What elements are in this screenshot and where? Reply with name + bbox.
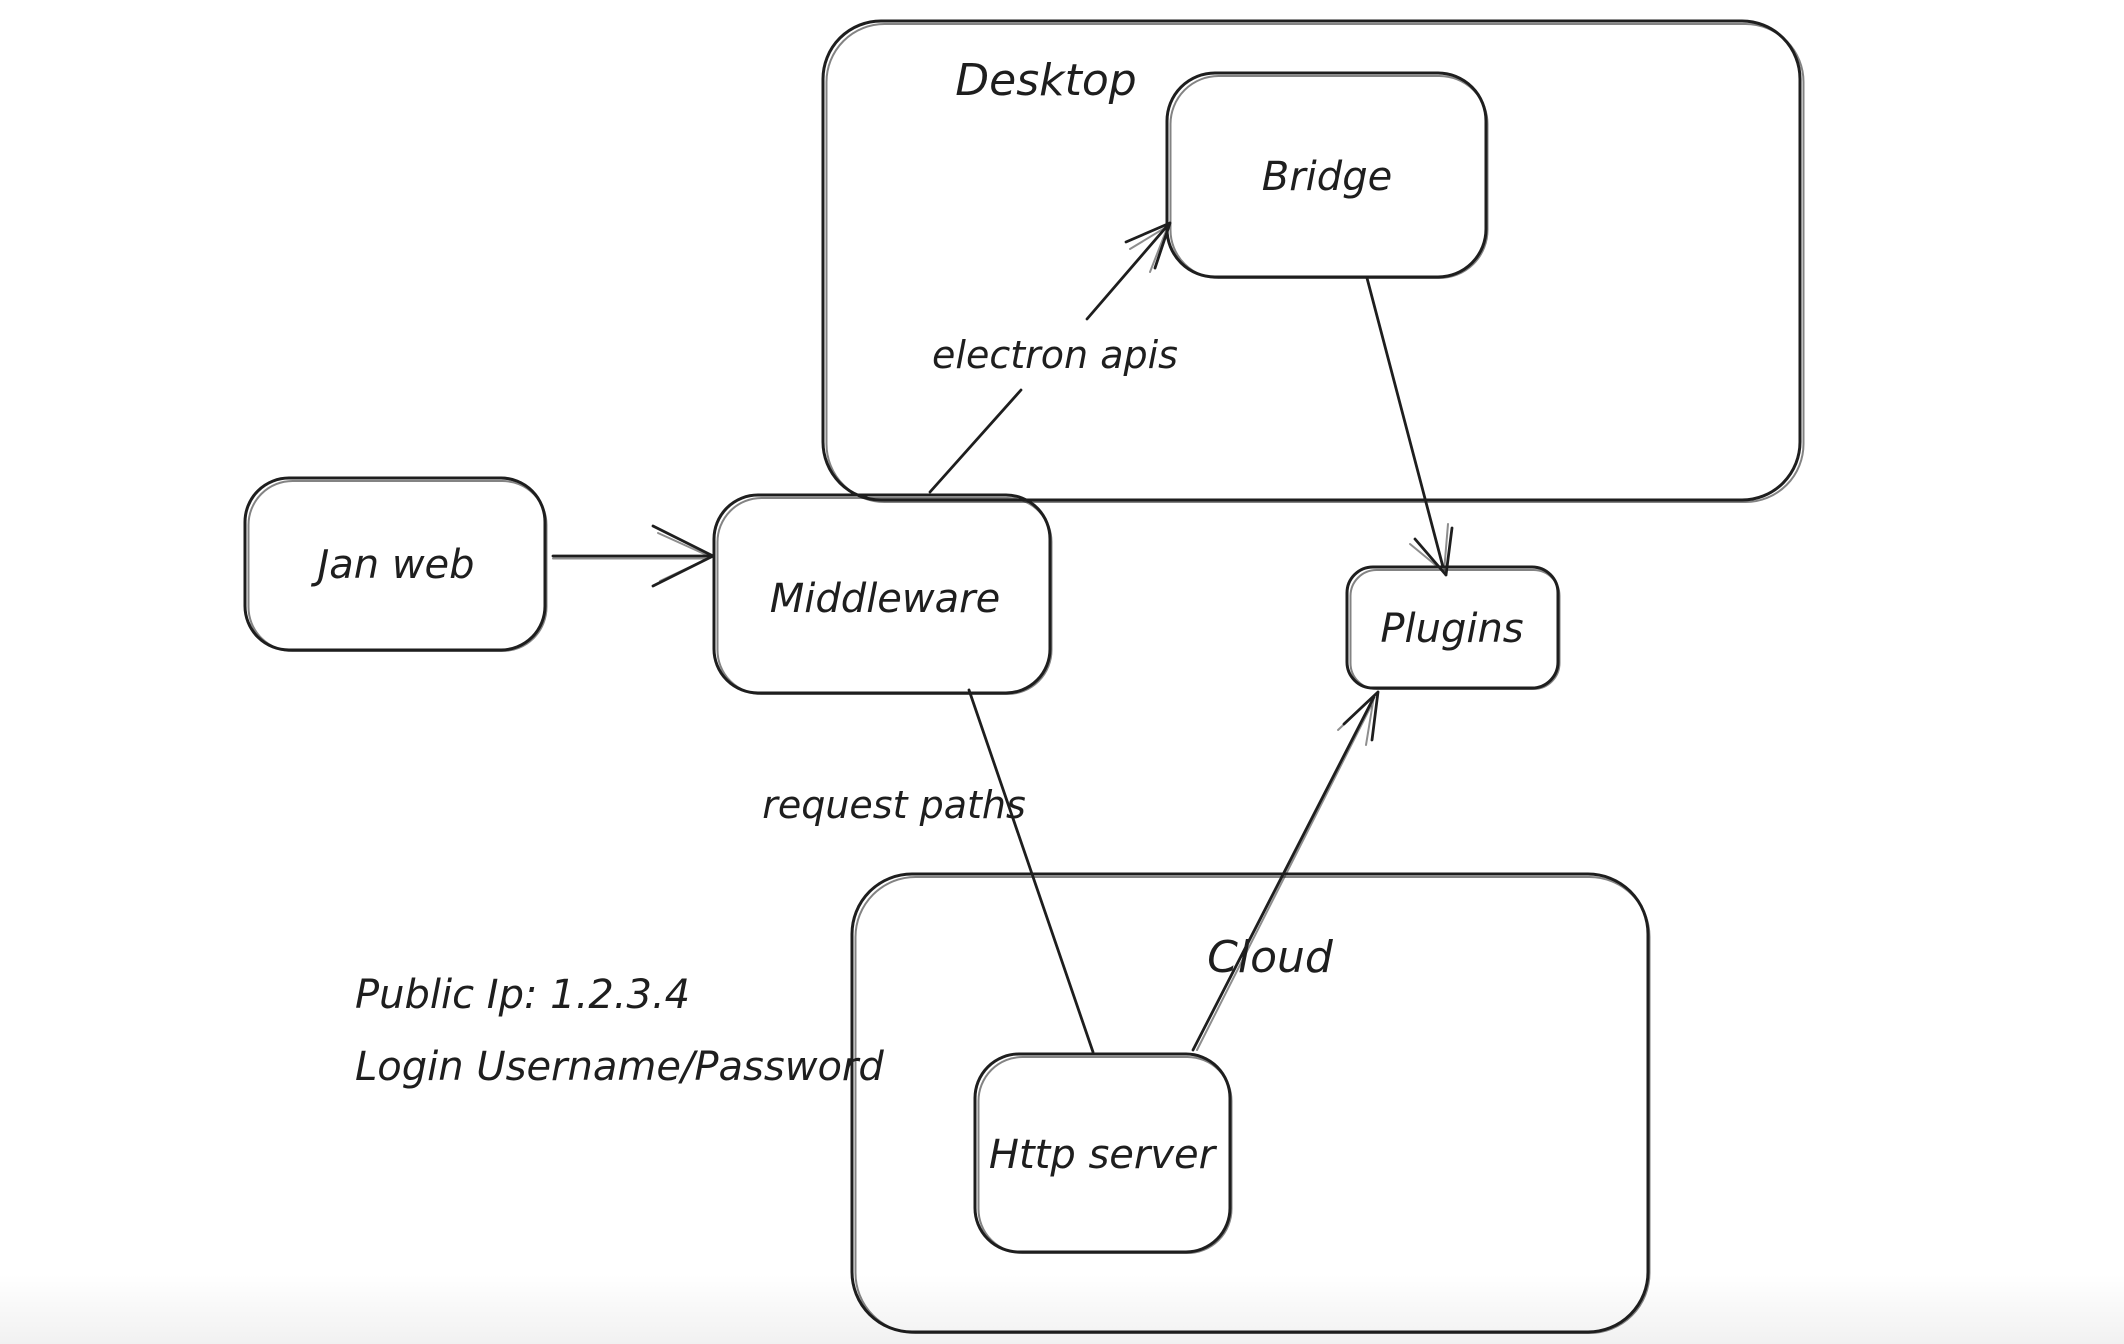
bridge-node[interactable] xyxy=(1165,71,1489,279)
edge-bridge-to-plugins[interactable] xyxy=(1365,276,1454,577)
desktop-container[interactable] xyxy=(821,19,1805,503)
jan-web-node[interactable] xyxy=(243,476,548,652)
cloud-container-label: Cloud xyxy=(1207,932,1334,983)
cloud-container[interactable] xyxy=(850,872,1651,1334)
edge-middleware-to-http[interactable] xyxy=(967,688,1095,1054)
edge-http-to-plugins[interactable] xyxy=(1191,690,1380,1052)
middleware-node[interactable] xyxy=(712,493,1053,695)
http-server-label: Http server xyxy=(989,1132,1218,1178)
request-paths-edge-label[interactable]: request paths xyxy=(762,783,1026,827)
middleware-label: Middleware xyxy=(770,576,1000,622)
public-ip-note[interactable]: Public Ip: 1.2.3.4 xyxy=(355,972,690,1018)
desktop-container-label: Desktop xyxy=(955,55,1136,106)
bridge-label: Bridge xyxy=(1262,154,1392,200)
login-credentials-note[interactable]: Login Username/Password xyxy=(355,1044,884,1090)
http-server-node[interactable] xyxy=(973,1052,1233,1254)
plugins-label: Plugins xyxy=(1380,606,1523,652)
electron-apis-edge-label[interactable]: electron apis xyxy=(932,333,1178,377)
plugins-node[interactable] xyxy=(1345,565,1561,690)
jan-web-label: Jan web xyxy=(310,542,474,588)
edge-janweb-to-middleware[interactable] xyxy=(551,524,715,588)
